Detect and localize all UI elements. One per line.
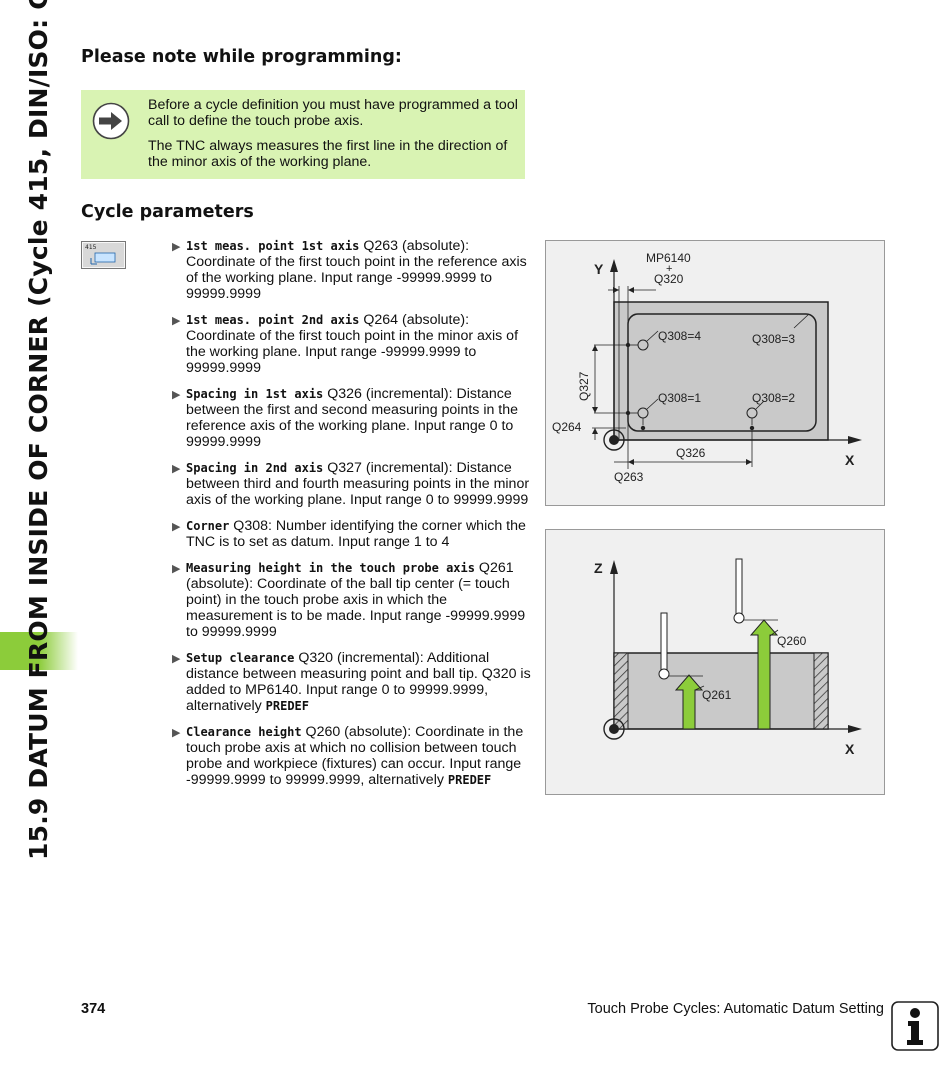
figure-z-side-view: Z X Q260 Q261: [545, 529, 885, 795]
figure-xy-drawing: Y X MP6140 + Q320: [552, 251, 862, 484]
bullet-triangle-icon: ▶: [172, 389, 181, 401]
list-item: ▶ 1st meas. point 1st axis Q263 (absolute…: [172, 238, 532, 302]
q263-label: Q263: [614, 470, 644, 484]
page-number: 374: [81, 1001, 106, 1017]
note-heading: Please note while programming:: [81, 47, 402, 67]
q308-1-label: Q308=1: [658, 391, 701, 405]
param-name: Setup clearance: [186, 651, 295, 665]
probe-1-tip: [658, 668, 670, 680]
param-name: Spacing in 1st axis: [186, 387, 324, 401]
x-axis-label: X: [845, 741, 855, 757]
q327-label: Q327: [577, 371, 591, 401]
param-description: Q320 (incremental): Additional distance …: [186, 650, 531, 714]
q308-2-label: Q308=2: [752, 391, 795, 405]
param-description: Q326 (incremental): Distance between the…: [186, 386, 519, 450]
list-item: ▶ 1st meas. point 2nd axis Q264 (absolute…: [172, 312, 532, 376]
datum-symbol: [603, 429, 625, 451]
x-axis-label: X: [845, 452, 855, 468]
bullet-triangle-icon: ▶: [172, 653, 181, 665]
x-axis-arrow: [848, 436, 862, 444]
figure-xy-plane: Y X MP6140 + Q320: [545, 240, 885, 506]
param-name: Clearance height: [186, 725, 302, 739]
param-description: Q308: Number identifying the corner whic…: [186, 518, 526, 550]
x-axis-arrow: [848, 725, 862, 733]
y-axis-label: Y: [594, 261, 604, 277]
list-item: ▶ Setup clearance Q320 (incremental): Add…: [172, 650, 532, 714]
note-paragraph-1: Before a cycle definition you must have …: [148, 97, 518, 129]
bullet-triangle-icon: ▶: [172, 463, 181, 475]
param-name: Spacing in 2nd axis: [186, 461, 324, 475]
q261-label: Q261: [702, 688, 732, 702]
list-item: ▶ Spacing in 2nd axis Q327 (incremental):…: [172, 460, 532, 508]
bullet-triangle-icon: ▶: [172, 563, 181, 575]
q264-label: Q264: [552, 420, 582, 434]
param-name: Corner: [186, 519, 230, 533]
q308-3-label: Q308=3: [752, 332, 795, 346]
param-name: 1st meas. point 1st axis: [186, 239, 360, 253]
z-axis-label: Z: [594, 560, 603, 576]
param-name: Measuring height in the touch probe axis: [186, 561, 475, 575]
probe-2-tip: [733, 612, 745, 624]
datum-symbol: [603, 718, 625, 740]
list-item: ▶ Clearance height Q260 (absolute): Coord…: [172, 724, 532, 788]
figure-z-drawing: Z X Q260 Q261: [594, 558, 862, 757]
cycle-415-icon: 415: [81, 241, 126, 269]
probe-2: [735, 558, 743, 615]
list-item: ▶ Corner Q308: Number identifying the cor…: [172, 518, 532, 550]
bullet-triangle-icon: ▶: [172, 315, 181, 327]
param-description: Q260 (absolute): Coordinate in the touch…: [186, 724, 524, 788]
q260-label: Q260: [777, 634, 807, 648]
note-box: Before a cycle definition you must have …: [81, 90, 525, 179]
param-predef: PREDEF: [447, 773, 492, 787]
bullet-triangle-icon: ▶: [172, 521, 181, 533]
q320-label: Q320: [654, 272, 684, 286]
param-name: 1st meas. point 2nd axis: [186, 313, 360, 327]
chapter-side-title: 15.9 DATUM FROM INSIDE OF CORNER (Cycle …: [24, 0, 53, 860]
z-axis-arrow: [610, 560, 618, 574]
chapter-marker-bar: [0, 632, 78, 670]
q308-4-label: Q308=4: [658, 329, 701, 343]
param-description: Q327 (incremental): Distance between thi…: [186, 460, 530, 508]
pocket-outline: [627, 313, 817, 432]
y-axis-arrow: [610, 259, 618, 272]
cycle-icon-label: 415: [85, 244, 97, 251]
q260-arrow: [749, 619, 779, 730]
param-predef: PREDEF: [265, 699, 310, 713]
param-description: Q264 (absolute): Coordinate of the first…: [186, 312, 519, 376]
bullet-triangle-icon: ▶: [172, 727, 181, 739]
info-icon: [891, 1001, 939, 1051]
q261-arrow: [674, 674, 704, 730]
list-item: ▶ Spacing in 1st axis Q326 (incremental):…: [172, 386, 532, 450]
plus-label: +: [666, 263, 672, 275]
note-paragraph-2: The TNC always measures the first line i…: [148, 138, 508, 170]
right-wall-hatch: [813, 652, 829, 730]
param-description: Q263 (absolute): Coordinate of the first…: [186, 238, 527, 302]
footer-title: Touch Probe Cycles: Automatic Datum Sett…: [587, 1001, 884, 1017]
probe-1: [660, 612, 668, 671]
bullet-triangle-icon: ▶: [172, 241, 181, 253]
left-wall-hatch: [613, 652, 629, 730]
q326-label: Q326: [676, 446, 706, 460]
param-description: Q261 (absolute): Coordinate of the ball …: [186, 560, 526, 640]
arrow-right-icon: [92, 102, 130, 140]
mp6140-label: MP6140: [646, 251, 691, 265]
list-item: ▶ Measuring height in the touch probe axi…: [172, 560, 532, 640]
workpiece-section: [613, 652, 829, 730]
parameter-list: ▶ 1st meas. point 1st axis Q263 (absolute…: [172, 238, 532, 798]
cycle-parameters-heading: Cycle parameters: [81, 202, 254, 222]
